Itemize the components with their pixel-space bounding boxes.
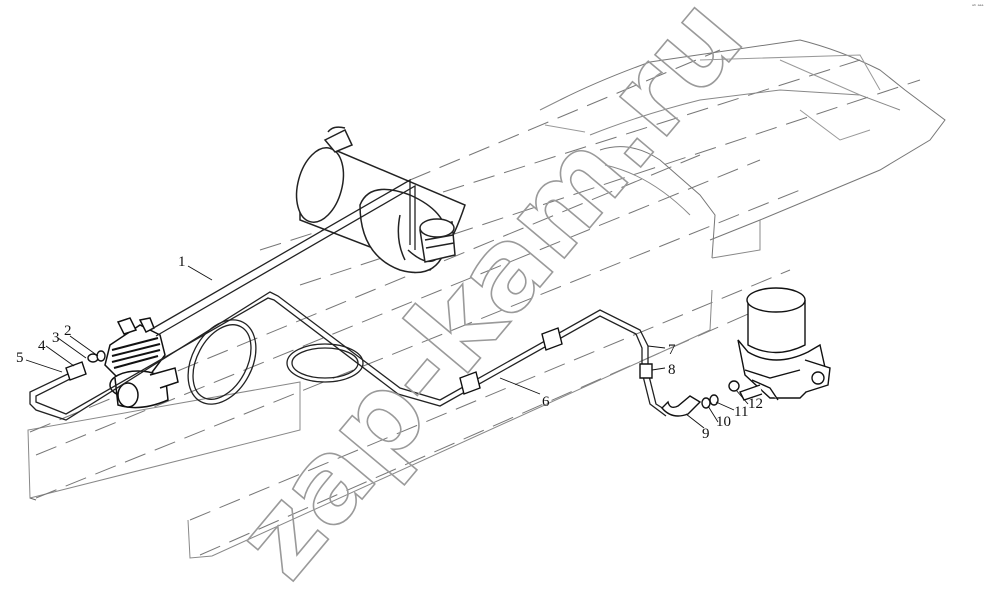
callout-4: 4: [38, 338, 46, 354]
callout-5: 5: [16, 350, 24, 366]
callout-2: 2: [64, 323, 72, 339]
callout-10: 10: [716, 414, 731, 430]
callout-11: 11: [734, 404, 748, 420]
watermark-text: zap-kam.ru: [211, 0, 768, 602]
corner-mark: ᵃʰ ᵃᵃᵃ: [972, 4, 983, 10]
callout-labels: 1 2 3 4 5 6 7 8 9 10 11 12: [16, 254, 763, 442]
callout-7: 7: [668, 342, 676, 358]
callout-9: 9: [702, 426, 710, 442]
leader-lines: [25, 265, 749, 429]
callout-1: 1: [178, 254, 186, 270]
callout-8: 8: [668, 362, 676, 378]
air-filter-canister: [295, 126, 466, 274]
pipe-fittings: [65, 327, 740, 417]
callout-12: 12: [748, 396, 763, 412]
callout-3: 3: [52, 330, 60, 346]
air-dryer-unit: [737, 287, 831, 401]
air-compressor: [104, 317, 179, 409]
callout-6: 6: [542, 394, 550, 410]
